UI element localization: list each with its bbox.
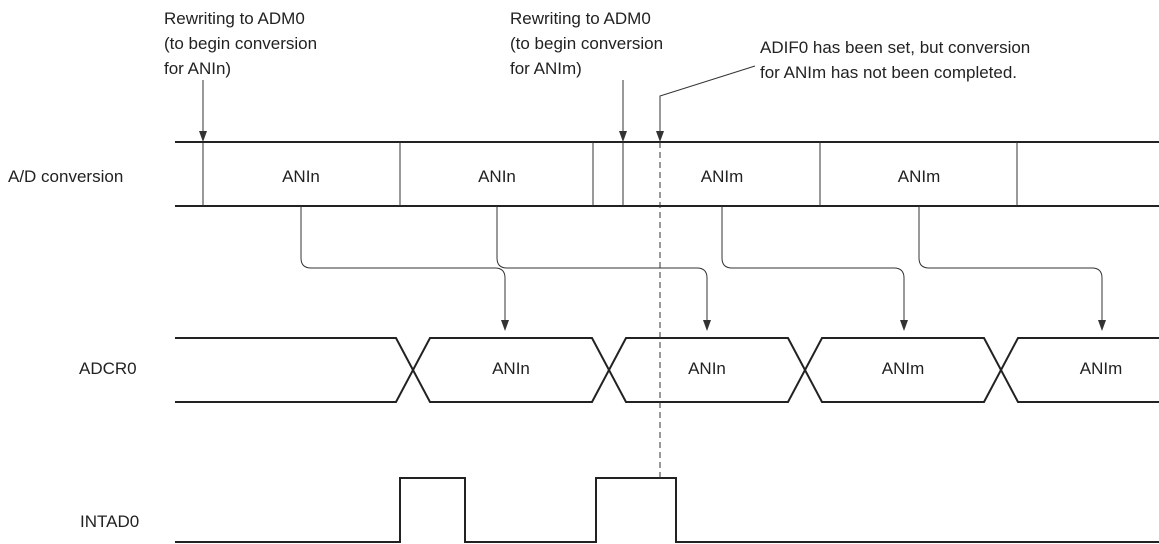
intad0-waveform <box>175 477 1159 543</box>
annotation-rewrite-anim-line1: Rewriting to ADM0 <box>510 9 651 28</box>
annotation-adif0: ADIF0 has been set, but conversion for A… <box>760 38 1030 82</box>
result-arrowhead <box>1098 320 1106 331</box>
adcr0-cell: ANIm <box>1080 359 1123 378</box>
annotation-rewrite-anin-line2: (to begin conversion <box>164 34 317 53</box>
arrowhead-rewrite-anim <box>619 131 627 142</box>
result-arrow-anim-2 <box>918 206 1103 322</box>
result-arrow-anim-1 <box>721 206 905 322</box>
arrowhead-adif0 <box>656 131 664 142</box>
annotation-rewrite-anin-line3: for ANIn) <box>164 59 231 78</box>
result-arrow-anin-2 <box>496 206 708 322</box>
result-arrowhead <box>900 320 908 331</box>
result-arrows <box>300 206 1106 331</box>
annotation-adif0-line1: ADIF0 has been set, but conversion <box>760 38 1030 57</box>
annotation-arrows <box>199 65 756 142</box>
arrowhead-rewrite-anin <box>199 131 207 142</box>
annotation-rewrite-anin-line1: Rewriting to ADM0 <box>164 9 305 28</box>
result-arrowhead <box>703 320 711 331</box>
row-label-adcr0: ADCR0 <box>79 359 137 378</box>
arrow-adif0 <box>659 65 756 134</box>
annotation-rewrite-anin: Rewriting to ADM0 (to begin conversion f… <box>164 9 317 78</box>
ad-conversion-cell: ANIn <box>478 167 516 186</box>
adcr0-row: ANIn ANIn ANIm ANIm <box>175 337 1159 403</box>
annotation-adif0-line2: for ANIm has not been completed. <box>760 63 1017 82</box>
adcr0-cell: ANIm <box>882 359 925 378</box>
adcr0-cell: ANIn <box>688 359 726 378</box>
adcr0-bus-lower <box>175 337 1159 403</box>
ad-conversion-cell: ANIm <box>701 167 744 186</box>
annotation-rewrite-anim-line3: for ANIm) <box>510 59 582 78</box>
ad-conversion-row: ANIn ANIn ANIm ANIm <box>175 141 1159 207</box>
adcr0-cell: ANIn <box>492 359 530 378</box>
annotation-rewrite-anim: Rewriting to ADM0 (to begin conversion f… <box>510 9 663 78</box>
result-arrow-anin-1 <box>300 206 506 322</box>
row-label-intad0: INTAD0 <box>80 512 139 531</box>
row-label-ad-conversion: A/D conversion <box>8 167 123 186</box>
ad-conversion-cell: ANIm <box>898 167 941 186</box>
annotation-rewrite-anim-line2: (to begin conversion <box>510 34 663 53</box>
result-arrowhead <box>501 320 509 331</box>
ad-conversion-cell: ANIn <box>282 167 320 186</box>
adcr0-bus-upper <box>175 337 1159 403</box>
